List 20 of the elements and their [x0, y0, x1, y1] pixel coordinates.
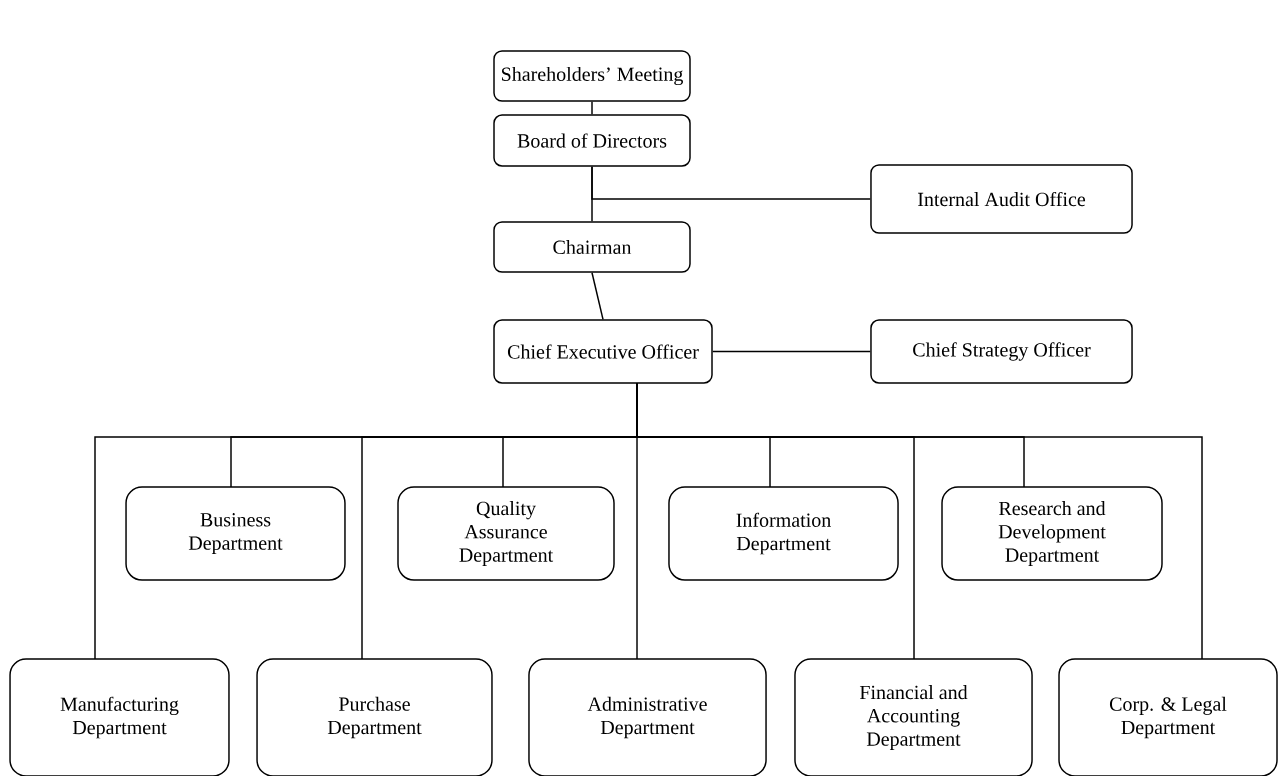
org-box: Purchase Department [256, 658, 493, 776]
connector-line [636, 382, 1203, 660]
connector-line [591, 165, 871, 200]
org-box: Manufacturing Department [9, 658, 230, 776]
org-box: Board of Directors [493, 114, 691, 167]
connector-line [591, 101, 593, 116]
org-box: Business Department [125, 486, 346, 581]
org-box: Financial and Accounting Department [794, 658, 1033, 776]
org-box: Research and Development Department [941, 486, 1163, 581]
org-box: Internal Audit Office [870, 164, 1133, 234]
org-box: Information Department [668, 486, 899, 581]
connector-line [591, 272, 604, 321]
org-box: Corp. & Legal Department [1058, 658, 1278, 776]
connector-line [712, 350, 871, 353]
org-box: Chief Strategy Officer [870, 319, 1133, 384]
org-box: Chief Executive Officer [493, 319, 713, 384]
org-box: Quality Assurance Department [397, 486, 615, 581]
org-box: Administrative Department [528, 658, 767, 776]
org-box: Shareholders’ Meeting [493, 50, 691, 102]
org-box: Chairman [493, 221, 691, 273]
